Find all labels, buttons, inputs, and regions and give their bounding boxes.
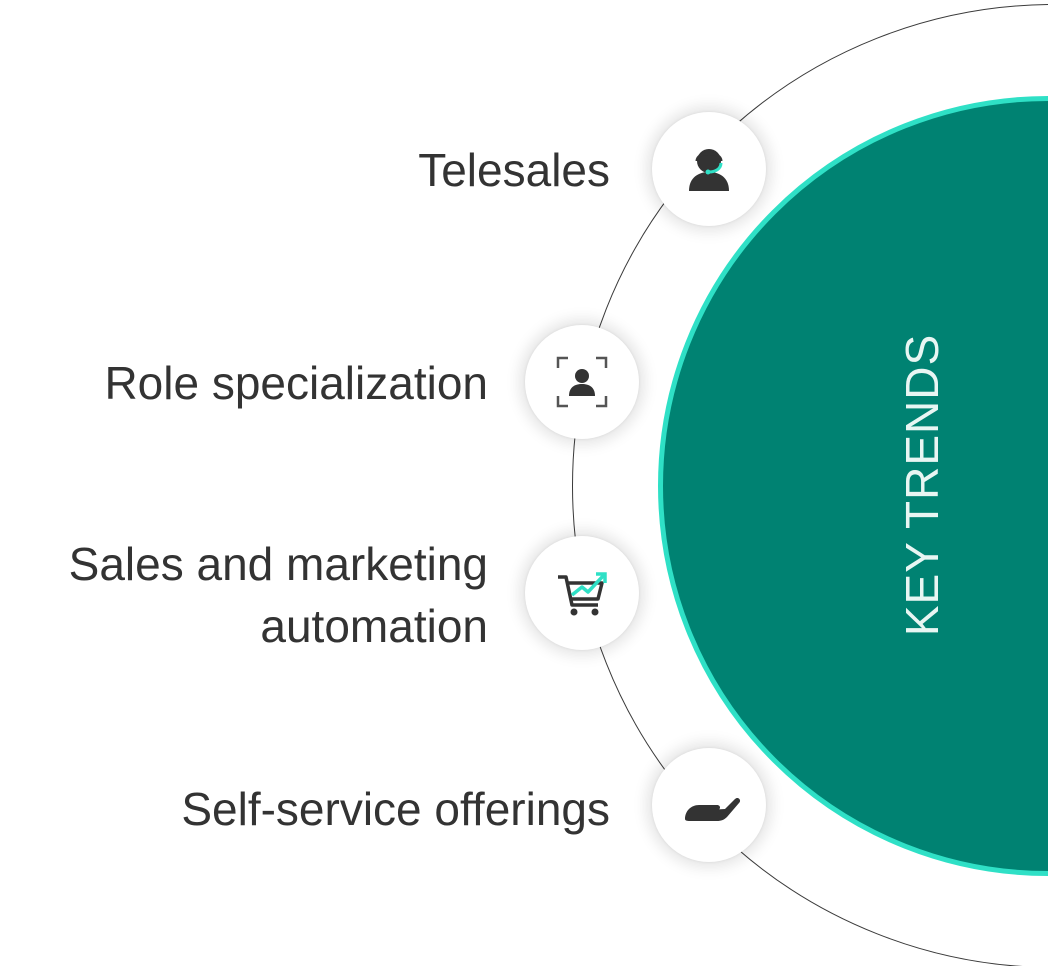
- trend-icon-circle-sales-marketing: [525, 536, 639, 650]
- trend-label-role-specialization: Role specialization: [104, 352, 488, 414]
- cart-growth-icon: [558, 572, 607, 616]
- trend-label-sales-marketing-automation: Sales and marketing automation: [69, 533, 488, 657]
- trend-label-line: Self-service offerings: [181, 783, 610, 835]
- trend-icon-circle-self-service: [652, 748, 766, 862]
- key-trends-title: KEY TRENDS: [896, 333, 948, 637]
- headset-agent-icon: [689, 149, 729, 191]
- open-hand-icon: [685, 797, 741, 821]
- trend-label-line: Telesales: [418, 144, 610, 196]
- trend-icon-circle-telesales: [652, 112, 766, 226]
- trend-label-self-service: Self-service offerings: [181, 778, 610, 840]
- trend-label-line: Sales and marketing: [68, 538, 488, 590]
- focus-person-icon: [556, 356, 608, 408]
- trend-icon-circle-role-specialization: [525, 325, 639, 439]
- trend-label-telesales: Telesales: [418, 139, 610, 201]
- trend-label-line: Role specialization: [104, 357, 488, 409]
- trend-label-line: automation: [260, 600, 488, 652]
